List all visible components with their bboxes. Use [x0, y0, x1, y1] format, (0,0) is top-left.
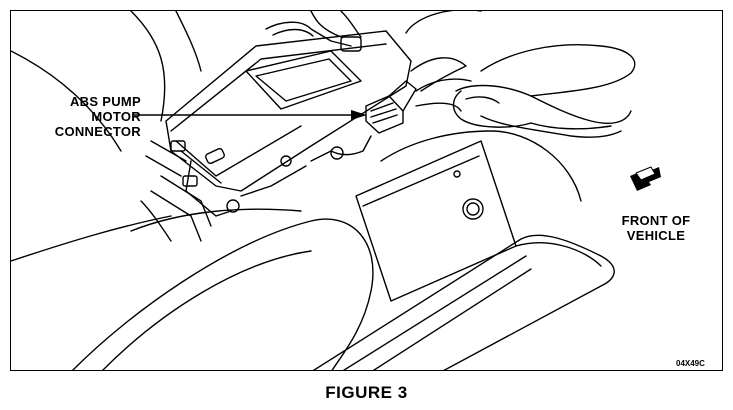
figure-caption: FIGURE 3 — [325, 383, 408, 402]
abs-module-line-drawing — [11, 11, 661, 370]
figure-code: 04X49C — [676, 359, 705, 368]
front-of-vehicle-label: FRONT OF VEHICLE — [611, 213, 701, 243]
front-of-vehicle-arrow — [630, 166, 661, 191]
abs-pump-motor-connector-label: ABS PUMP MOTOR CONNECTOR — [41, 94, 141, 139]
abs-label-line-2: MOTOR — [91, 109, 141, 124]
front-label-line-2: VEHICLE — [626, 228, 686, 243]
abs-label-line-3: CONNECTOR — [54, 124, 141, 139]
front-label-line-1: FRONT OF — [621, 213, 691, 228]
illustration-frame: ABS PUMP MOTOR CONNECTOR FRONT OF VEHICL… — [10, 10, 723, 371]
abs-label-line-1: ABS PUMP — [69, 94, 141, 109]
